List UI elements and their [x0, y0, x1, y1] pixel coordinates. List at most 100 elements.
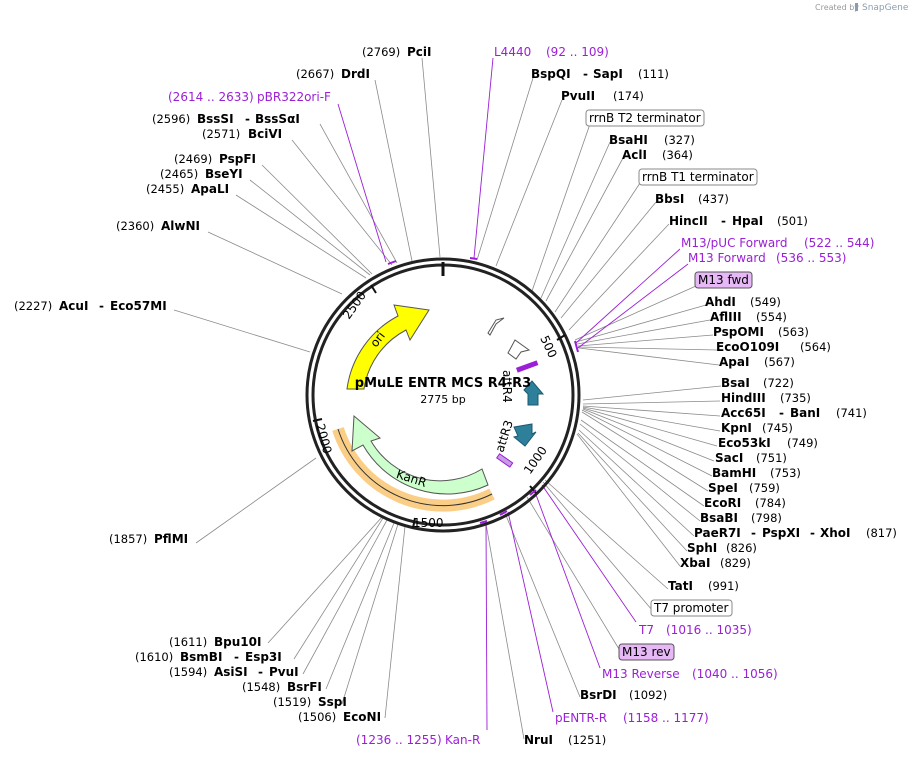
site-pos: (798) — [751, 511, 782, 525]
site-name: PaeR7I — [694, 526, 741, 540]
site-name-alt: HpaI — [732, 214, 763, 228]
site-name: BciVI — [248, 127, 282, 141]
credit-prefix: Created by — [815, 3, 859, 12]
site-pos: (991) — [708, 579, 739, 593]
site-name: PvuII — [561, 89, 595, 103]
site-separator: - — [810, 526, 815, 540]
site-name-alt: BanI — [790, 406, 820, 420]
site-pos: (1519) — [273, 695, 311, 709]
site-pos: (2667) — [296, 67, 334, 81]
rrnb-t2-arrow — [487, 317, 505, 336]
site-name: HindIII — [721, 391, 766, 405]
site-name: BsaHI — [609, 133, 648, 147]
site-name: AflIII — [710, 310, 742, 324]
primer-range: (536 .. 553) — [776, 251, 846, 265]
site-pos: (554) — [756, 310, 787, 324]
site-name: Eco53kI — [718, 436, 771, 450]
rrnb-t1-label: rrnB T1 terminator — [642, 170, 754, 184]
site-separator: - — [721, 214, 726, 228]
site-pos: (549) — [750, 295, 781, 309]
site-name: EcoO109I — [716, 340, 779, 354]
site-separator: - — [751, 526, 756, 540]
attr4-label: attR4 — [500, 370, 514, 403]
site-name: BsaBI — [700, 511, 738, 525]
site-pos: (1506) — [298, 710, 336, 724]
site-pos: (2455) — [146, 182, 184, 196]
m13-fwd-label-box — [694, 271, 753, 289]
site-pos: (2596) — [152, 112, 190, 126]
site-name: DrdI — [341, 67, 370, 81]
site-name: ApaI — [719, 355, 749, 369]
site-separator: - — [258, 665, 263, 679]
tick-label-2000: 2000 — [313, 422, 334, 455]
primer-marks — [387, 257, 579, 524]
m13-rev-feature — [496, 453, 514, 468]
site-pos: (751) — [756, 451, 787, 465]
site-separator: - — [583, 67, 588, 81]
rrnb-t2-label: rrnB T2 terminator — [589, 111, 701, 125]
site-name: Acc65I — [721, 406, 766, 420]
m13-fwd-feature — [515, 360, 539, 373]
primer-range: (1158 .. 1177) — [623, 711, 709, 725]
site-name: PflMI — [154, 532, 188, 546]
site-name: ApaLI — [191, 182, 229, 196]
site-name: AhdI — [705, 295, 736, 309]
site-name: BsrFI — [287, 680, 322, 694]
attr4-feature-arrow — [523, 380, 545, 406]
site-name: BspQI — [531, 67, 571, 81]
primer-name: Kan-R — [445, 733, 480, 747]
m13-rev-label-box — [618, 643, 675, 661]
site-name-alt: PvuI — [269, 665, 299, 679]
site-pos: (1857) — [109, 532, 147, 546]
site-name: AcuI — [59, 299, 88, 313]
primer-leader-lines — [337, 57, 689, 731]
snapgene-logo-icon — [855, 3, 858, 11]
credit-brand: SnapGene — [862, 3, 909, 13]
rrnb-t2-label-box — [585, 109, 705, 127]
primer-range: (522 .. 544) — [804, 236, 874, 250]
site-pos: (567) — [764, 355, 795, 369]
site-pos: (364) — [662, 148, 693, 162]
site-name: BsrDI — [580, 688, 617, 702]
primer-range: (1040 .. 1056) — [692, 667, 778, 681]
site-pos: (784) — [755, 496, 786, 510]
site-name: NruI — [524, 733, 553, 747]
site-pos: (1594) — [169, 665, 207, 679]
site-pos: (817) — [866, 526, 897, 540]
site-pos: (2469) — [174, 152, 212, 166]
site-separator: - — [779, 406, 784, 420]
site-name: BbsI — [655, 192, 684, 206]
site-name: BamHI — [712, 466, 756, 480]
site-name: HincII — [669, 214, 708, 228]
primer-range: (1016 .. 1035) — [666, 623, 752, 637]
site-pos: (1611) — [169, 635, 207, 649]
t7-promoter-label-box — [650, 599, 733, 617]
primer-name: pENTR-R — [555, 711, 607, 725]
site-pos: (759) — [749, 481, 780, 495]
site-separator: - — [99, 299, 104, 313]
site-pos: (826) — [726, 541, 757, 555]
plasmid-name: pMuLE ENTR MCS R4-R3 — [355, 376, 531, 391]
tick-label-500: 500 — [537, 333, 559, 360]
site-name: EcoRI — [704, 496, 741, 510]
site-pos: (2769) — [362, 45, 400, 59]
site-pos: (1548) — [242, 680, 280, 694]
site-name: PciI — [407, 45, 432, 59]
site-name: SspI — [318, 695, 347, 709]
m13-fwd-label: M13 fwd — [698, 273, 749, 287]
t7-promoter-label: T7 promoter — [653, 601, 729, 615]
site-pos: (437) — [698, 192, 729, 206]
site-pos: (753) — [770, 466, 801, 480]
site-pos: (501) — [777, 214, 808, 228]
site-separator: - — [245, 112, 250, 126]
site-name: AclI — [622, 148, 647, 162]
site-pos: (1092) — [629, 688, 667, 702]
site-pos: (564) — [800, 340, 831, 354]
kanr-feature-arrow — [351, 414, 489, 495]
leader-lines — [173, 57, 722, 740]
plasmid-size: 2775 bp — [420, 393, 465, 406]
site-name: BssSI — [197, 112, 234, 126]
primer-name: M13 Reverse — [602, 667, 680, 681]
kan-r-primer-arc-outline — [337, 428, 493, 507]
